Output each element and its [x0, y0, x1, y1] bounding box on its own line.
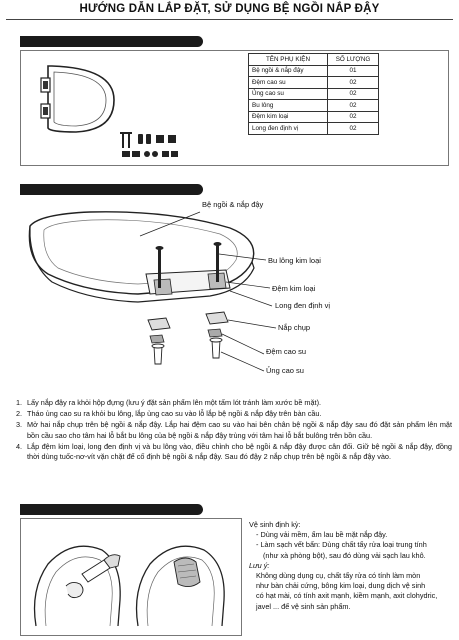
step-number: 4. [16, 441, 23, 451]
part-name: Long đen định vị [248, 122, 328, 135]
note-line: có hạt mài, có tính axit mạnh, kiềm mạnh… [256, 591, 438, 601]
installation-diagram [28, 211, 277, 372]
step-item: 1. Lấy nắp đậy ra khỏi hộp đựng (lưu ý đ… [16, 398, 452, 409]
cleaning-instructions: Vệ sinh định kỳ: - Dùng vải mềm, ẩm lau … [249, 520, 449, 612]
label-seat-lid: Bệ ngồi & nắp đậy [202, 200, 264, 209]
title-rule [6, 19, 453, 20]
step-text: Lấy nắp đậy ra khỏi hộp đựng (lưu ý đặt … [27, 398, 322, 407]
part-qty: 02 [327, 87, 379, 100]
page-title: HƯỚNG DẪN LẮP ĐẶT, SỬ DỤNG BỆ NGỒI NẮP Đ… [79, 3, 380, 15]
accessories-image [120, 132, 178, 157]
part-name: Đệm kim loại [248, 110, 328, 123]
part-qty: 02 [327, 76, 379, 89]
part-name: Đệm cao su [248, 76, 328, 89]
step-number: 2. [16, 409, 23, 418]
part-name: Bu lông [248, 99, 328, 112]
care-heading: Vệ sinh định kỳ: [249, 520, 301, 529]
step-item: 3. Mở hai nắp chụp trên bệ ngồi & nắp đậ… [16, 420, 452, 441]
step-text: Tháo ủng cao su ra khỏi bu lông, lắp ủng… [27, 409, 322, 418]
label-cap: Nắp chụp [278, 323, 311, 332]
cleaning-image-left [33, 545, 121, 627]
step-text: Mở hai nắp chụp trên bệ ngồi & nắp đậy. … [27, 420, 452, 440]
seat-top-view-image [40, 65, 115, 133]
label-rubber-pad: Đệm cao su [266, 347, 307, 356]
part-qty: 02 [327, 110, 379, 123]
part-qty: 02 [327, 122, 379, 135]
note-line: javel ... để vệ sinh sản phẩm. [256, 601, 351, 611]
note-line: như bàn chải cứng, bông kim loại, dung d… [256, 581, 426, 591]
label-metal-washer: Đệm kim loại [272, 284, 316, 293]
part-name: Bệ ngồi & nắp đậy [248, 64, 328, 77]
note-heading: Lưu ý: [249, 560, 270, 570]
section-bar-cleaning [20, 504, 203, 515]
part-qty: 02 [327, 99, 379, 112]
step-item: 2. Tháo ủng cao su ra khỏi bu lông, lắp … [16, 409, 452, 420]
care-line: - Làm sạch vết bẩn: Dùng chất tẩy rửa lo… [256, 540, 427, 550]
note-line: Không dùng dụng cụ, chất tẩy rửa có tính… [256, 571, 421, 581]
label-metal-bolt: Bu lông kim loại [268, 256, 321, 265]
table-header-qty: SỐ LƯỢNG [327, 53, 379, 66]
installation-steps: 1. Lấy nắp đậy ra khỏi hộp đựng (lưu ý đ… [16, 398, 452, 463]
label-rubber-boot: Ủng cao su [266, 366, 304, 375]
care-line: - Dùng vải mềm, ẩm lau bề mặt nắp đậy. [256, 530, 388, 540]
step-number: 1. [16, 398, 23, 407]
label-locating-washer: Long đen định vị [275, 301, 331, 310]
step-number: 3. [16, 420, 23, 429]
section-bar-parts [20, 36, 203, 47]
cleaning-image-right [135, 545, 225, 627]
step-item: 4. Lắp đệm kim loại, long đen định vị và… [16, 442, 452, 463]
part-name: Ủng cao su [248, 87, 328, 100]
table-header-name: TÊN PHỤ KIỆN [248, 53, 328, 66]
care-line: (như xà phòng bột), sau đó dùng vải sạch… [263, 550, 426, 560]
part-qty: 01 [327, 64, 379, 77]
section-bar-installation [20, 184, 203, 195]
step-text: Lắp đệm kim loại, long đen định vị và bu… [27, 441, 452, 462]
